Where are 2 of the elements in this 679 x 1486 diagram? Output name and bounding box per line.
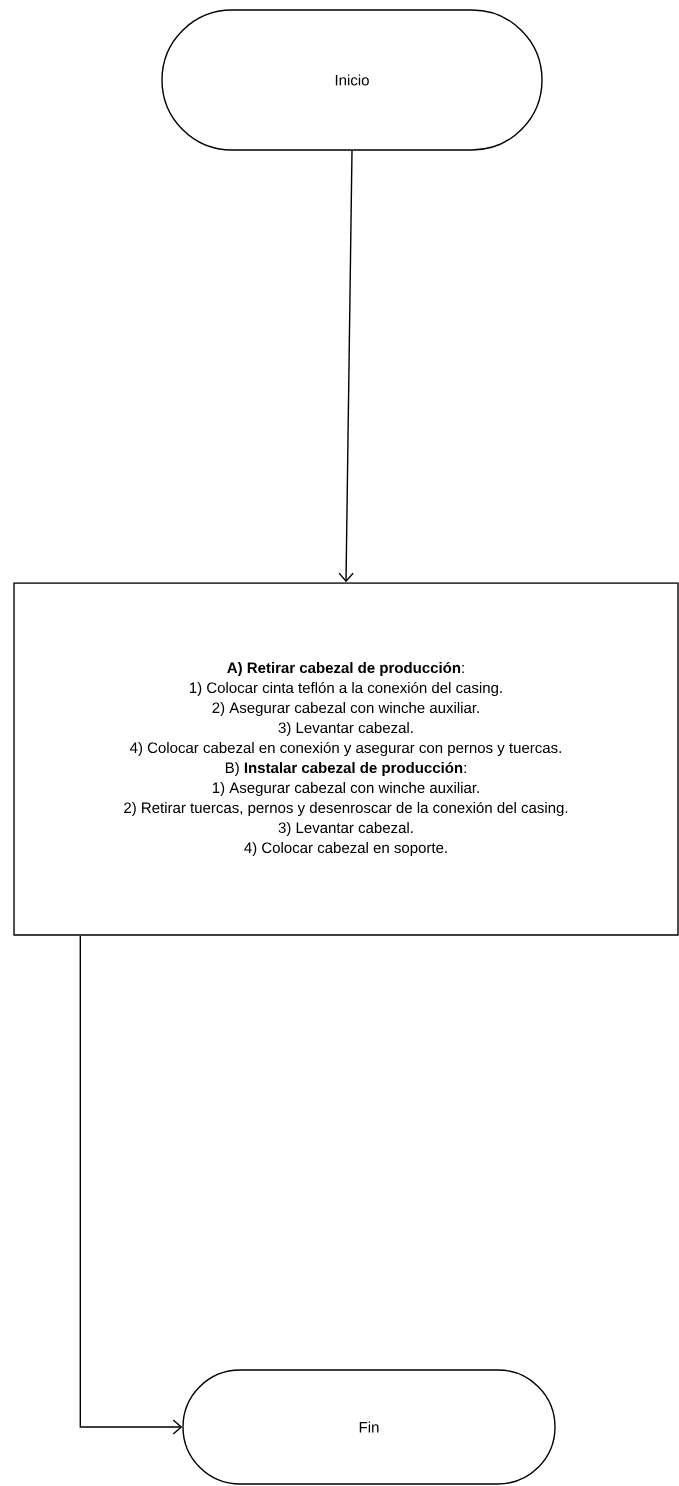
arrow	[338, 150, 354, 583]
process-box: A) Retirar cabezal de producción: 1) Colocar cinta teflón a la conexión del casing. 2) Asegurar cabezal con winche auxiliar. 3) Levantar cabezal. 4) Colocar cabezal en conexión y asegurar con pernos y tuercas. B) Instalar cabezal de producción: 1) Asegurar cabezal con winche auxiliar. 2) Retirar tuercas, pernos y desenroscar de la conexión del casing. 3) Levantar cabezal. 4) Colocar cabezal en soporte.	[13, 582, 679, 936]
